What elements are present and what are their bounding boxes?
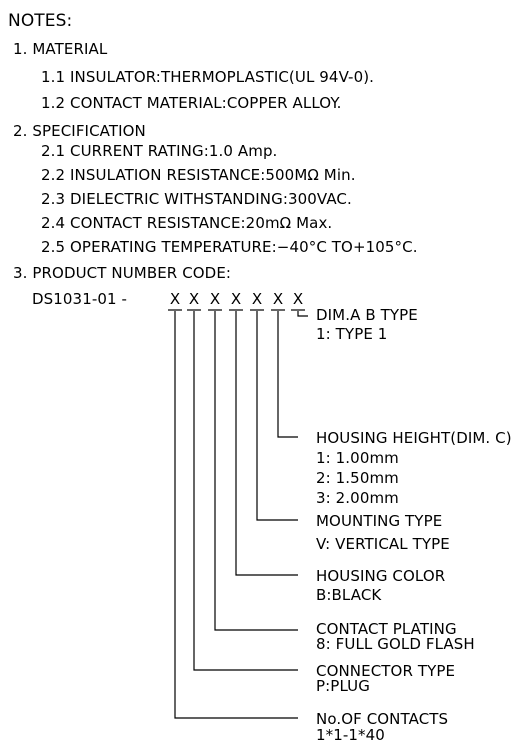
code-position-2: X [188, 290, 200, 308]
material-heading: 1. MATERIAL [13, 40, 108, 58]
field-housing-color-value: B:BLACK [316, 586, 382, 604]
field-no-of-contacts-value: 1*1-1*40 [316, 726, 385, 744]
field-dim-type-value: 1: TYPE 1 [316, 325, 388, 343]
field-housing-height-value: 1: 1.00mm [316, 449, 399, 467]
leader-housing-height [277, 311, 298, 438]
specification-item: 2.5 OPERATING TEMPERATURE:−40°C TO+105°C… [41, 238, 418, 256]
leader-no-of-contacts [174, 311, 298, 719]
part-number-prefix: DS1031-01 - [32, 290, 128, 308]
notes-title: NOTES: [8, 11, 73, 31]
product-code-heading: 3. PRODUCT NUMBER CODE: [13, 264, 232, 282]
specification-item: 2.3 DIELECTRIC WITHSTANDING:300VAC. [41, 190, 352, 208]
code-position-7: X [292, 290, 304, 308]
leader-housing-color [235, 311, 298, 576]
specification-heading: 2. SPECIFICATION [13, 122, 146, 140]
field-housing-height-value: 3: 2.00mm [316, 489, 399, 507]
leader-contact-plating [214, 311, 298, 631]
code-position-3: X [209, 290, 221, 308]
field-contact-plating-value: 8: FULL GOLD FLASH [316, 635, 475, 653]
specification-item: 2.1 CURRENT RATING:1.0 Amp. [41, 142, 278, 160]
field-housing-height-value: 2: 1.50mm [316, 469, 399, 487]
field-housing-color-title: HOUSING COLOR [316, 567, 446, 585]
code-position-6: X [272, 290, 284, 308]
code-position-1: X [169, 290, 181, 308]
code-position-5: X [251, 290, 263, 308]
leader-mounting-type [256, 311, 298, 521]
code-position-4: X [230, 290, 242, 308]
field-connector-type-value: P:PLUG [316, 677, 370, 695]
field-connector-type-title: CONNECTOR TYPE [316, 662, 456, 680]
leader-connector-type [193, 311, 298, 671]
field-no-of-contacts-title: No.OF CONTACTS [316, 710, 449, 728]
field-mounting-type-value: V: VERTICAL TYPE [316, 535, 450, 553]
field-contact-plating-title: CONTACT PLATING [316, 620, 457, 638]
specification-item: 2.4 CONTACT RESISTANCE:20mΩ Max. [41, 214, 333, 232]
field-dim-type-title: DIM.A B TYPE [316, 306, 418, 324]
material-item: 1.1 INSULATOR:THERMOPLASTIC(UL 94V-0). [41, 68, 375, 86]
leader-dim-type [297, 311, 308, 317]
specification-item: 2.2 INSULATION RESISTANCE:500MΩ Min. [41, 166, 356, 184]
field-mounting-type-title: MOUNTING TYPE [316, 512, 443, 530]
field-housing-height-title: HOUSING HEIGHT(DIM. C) [316, 429, 512, 447]
material-item: 1.2 CONTACT MATERIAL:COPPER ALLOY. [41, 94, 342, 112]
